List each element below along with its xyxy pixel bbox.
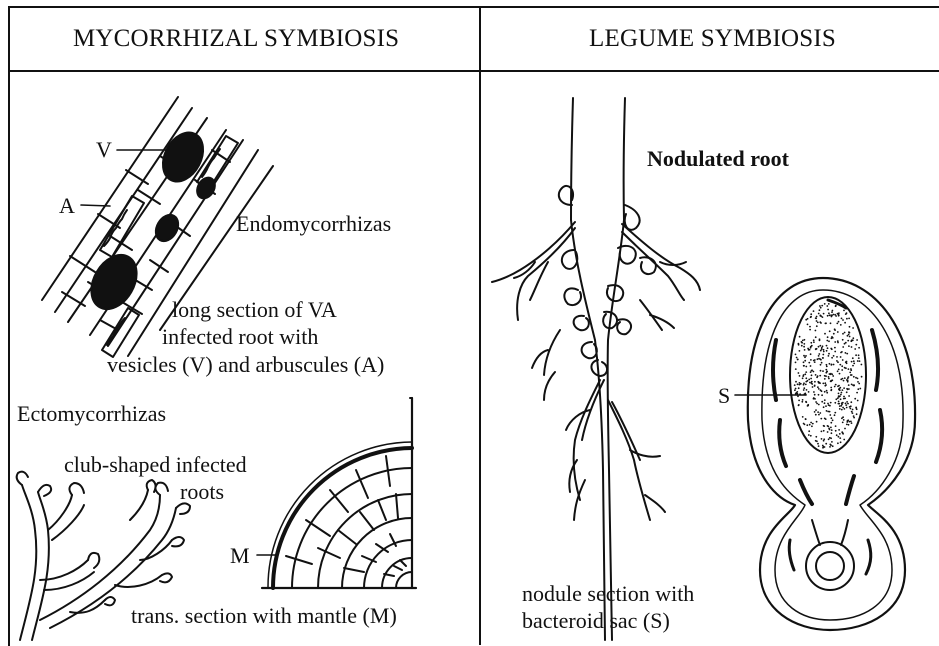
ectomycorrhizas-label: Ectomycorrhizas bbox=[17, 401, 166, 426]
club-caption-line-2: roots bbox=[180, 479, 224, 504]
club-caption-line-1: club-shaped infected bbox=[64, 452, 247, 477]
endo-caption-line-3: vesicles (V) and arbuscules (A) bbox=[107, 352, 384, 377]
endomycorrhizas-label: Endomycorrhizas bbox=[236, 211, 391, 236]
marker-a: A bbox=[59, 193, 75, 218]
marker-m: M bbox=[230, 543, 250, 568]
nodulated-root bbox=[492, 98, 700, 640]
endo-caption-line-2: infected root with bbox=[162, 324, 318, 349]
bacteroid-stipple bbox=[794, 303, 863, 449]
nodule-section bbox=[748, 278, 915, 630]
nodule-caption-line-2: bacteroid sac (S) bbox=[522, 608, 670, 633]
nodulated-root-label: Nodulated root bbox=[647, 146, 789, 171]
marker-s: S bbox=[718, 383, 730, 408]
marker-v: V bbox=[96, 137, 112, 162]
endo-caption-line-1: long section of VA bbox=[172, 297, 337, 322]
trans-caption: trans. section with mantle (M) bbox=[131, 603, 397, 628]
nodule-caption-line-1: nodule section with bbox=[522, 581, 694, 606]
transverse-section-mantle bbox=[262, 398, 416, 588]
